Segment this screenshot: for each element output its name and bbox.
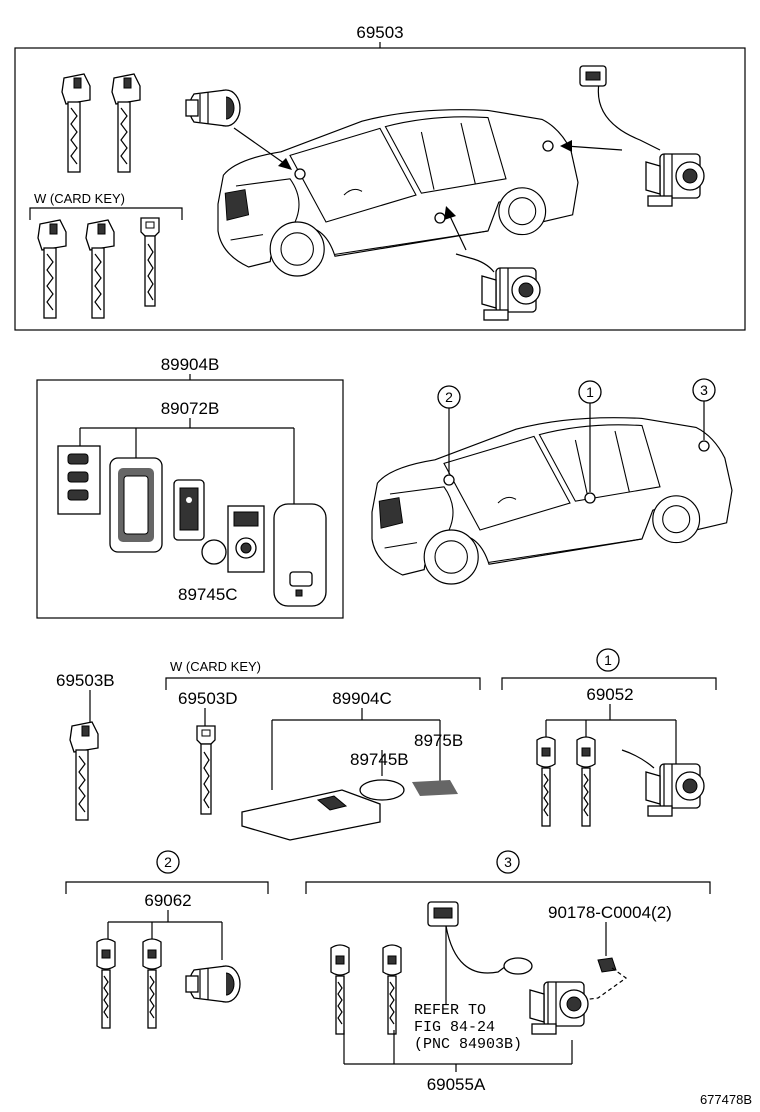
mechanical-key-icon — [112, 74, 140, 172]
sticker-icon — [412, 780, 458, 796]
part-number-89072B: 89072B — [161, 399, 220, 418]
transponder-key-icon — [330, 944, 350, 1035]
frame-89904B — [36, 379, 344, 619]
lock-cylinder-icon — [185, 89, 241, 127]
emergency-key-icon — [140, 217, 160, 307]
part-number-69503: 69503 — [356, 23, 403, 42]
emergency-key-icon — [196, 725, 216, 815]
transponder-key-icon — [142, 938, 162, 1029]
battery-holder-icon — [227, 505, 265, 573]
part-number-89745C: 89745C — [178, 585, 238, 604]
mechanical-key-icon — [70, 722, 98, 820]
group-1-marker — [596, 648, 620, 672]
svg-text:1: 1 — [604, 652, 612, 668]
transponder-key-icon — [382, 944, 402, 1035]
refer-line-1: REFER TO — [414, 1002, 486, 1019]
mechanical-key-icon — [62, 74, 90, 172]
circuit-board-icon — [173, 479, 205, 541]
bolt-icon — [581, 957, 628, 1001]
part-number-69055A: 69055A — [427, 1075, 486, 1094]
transponder-key-icon — [536, 736, 556, 827]
svg-text:2: 2 — [445, 389, 453, 405]
card-key-icon — [241, 789, 381, 841]
part-number-8975B: 8975B — [414, 731, 463, 750]
part-number-89904C: 89904C — [332, 689, 392, 708]
svg-text:3: 3 — [504, 854, 512, 870]
part-number-89745B: 89745B — [350, 750, 409, 769]
part-number-90178-C0004: 90178-C0004(2) — [548, 903, 672, 922]
part-number-89904B: 89904B — [161, 355, 220, 374]
ignition-switch-icon — [645, 763, 705, 817]
remote-cover-icon — [273, 503, 327, 607]
part-number-69052: 69052 — [586, 685, 633, 704]
remote-housing-icon — [109, 457, 163, 553]
lock-cylinder-icon — [185, 965, 241, 1003]
part-number-69503D: 69503D — [178, 689, 238, 708]
button-pad-icon — [57, 445, 101, 515]
refer-line-3: (PNC 84903B) — [414, 1036, 522, 1053]
coin-battery-icon — [359, 779, 405, 801]
ignition-switch-icon — [645, 153, 705, 207]
svg-text:2: 2 — [164, 854, 172, 870]
door-lock-assembly-icon — [481, 267, 541, 321]
car-illustration-top — [217, 109, 579, 277]
part-number-69503B: 69503B — [56, 671, 115, 690]
car-illustration-locations — [371, 417, 733, 585]
ignition-switch-icon — [529, 981, 589, 1035]
svg-text:1: 1 — [586, 384, 594, 400]
card-key-mechanical-key-icon — [38, 220, 66, 318]
group-2-marker — [156, 850, 180, 874]
card-key-label-group: W (CARD KEY) — [170, 659, 261, 674]
card-key-mechanical-key-icon — [86, 220, 114, 318]
part-number-69062: 69062 — [144, 891, 191, 910]
group-3-marker — [496, 850, 520, 874]
frame-69503 — [14, 47, 746, 331]
svg-text:3: 3 — [700, 382, 708, 398]
transponder-key-icon — [96, 938, 116, 1029]
refer-line-2: FIG 84-24 — [414, 1019, 495, 1036]
figure-id: 677478B — [700, 1092, 752, 1107]
transponder-key-icon — [576, 736, 596, 827]
card-key-label-top: W (CARD KEY) — [34, 191, 125, 206]
battery-icon — [201, 539, 227, 565]
